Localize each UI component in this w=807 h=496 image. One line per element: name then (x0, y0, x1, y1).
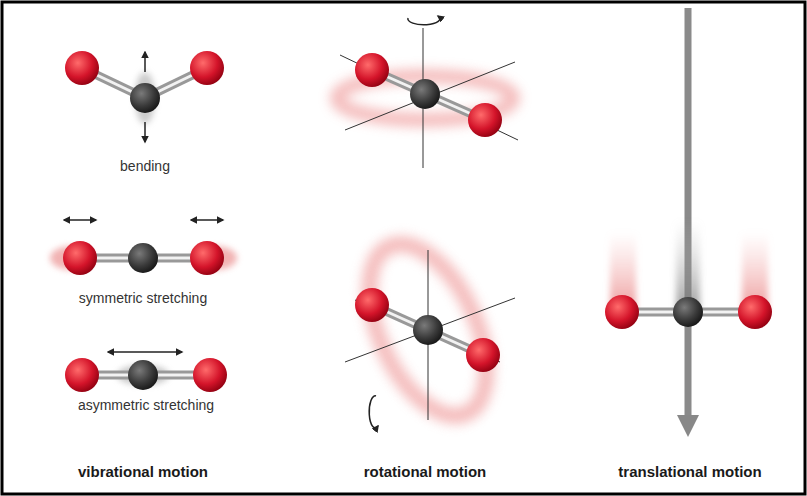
symmetric-stretch-molecule (50, 220, 237, 275)
group-label: translational motion (618, 463, 761, 480)
asymmetric-stretch-molecule (65, 352, 227, 392)
rotation-molecule-bottom (345, 226, 515, 433)
group-label: rotational motion (364, 463, 487, 480)
mode-label: asymmetric stretching (78, 397, 214, 414)
rotation-molecule-top (337, 16, 518, 168)
mode-label: bending (120, 158, 170, 175)
translation-molecule (605, 8, 772, 428)
bending-molecule (65, 51, 224, 142)
group-label: vibrational motion (78, 463, 208, 480)
mode-label: symmetric stretching (79, 290, 207, 307)
